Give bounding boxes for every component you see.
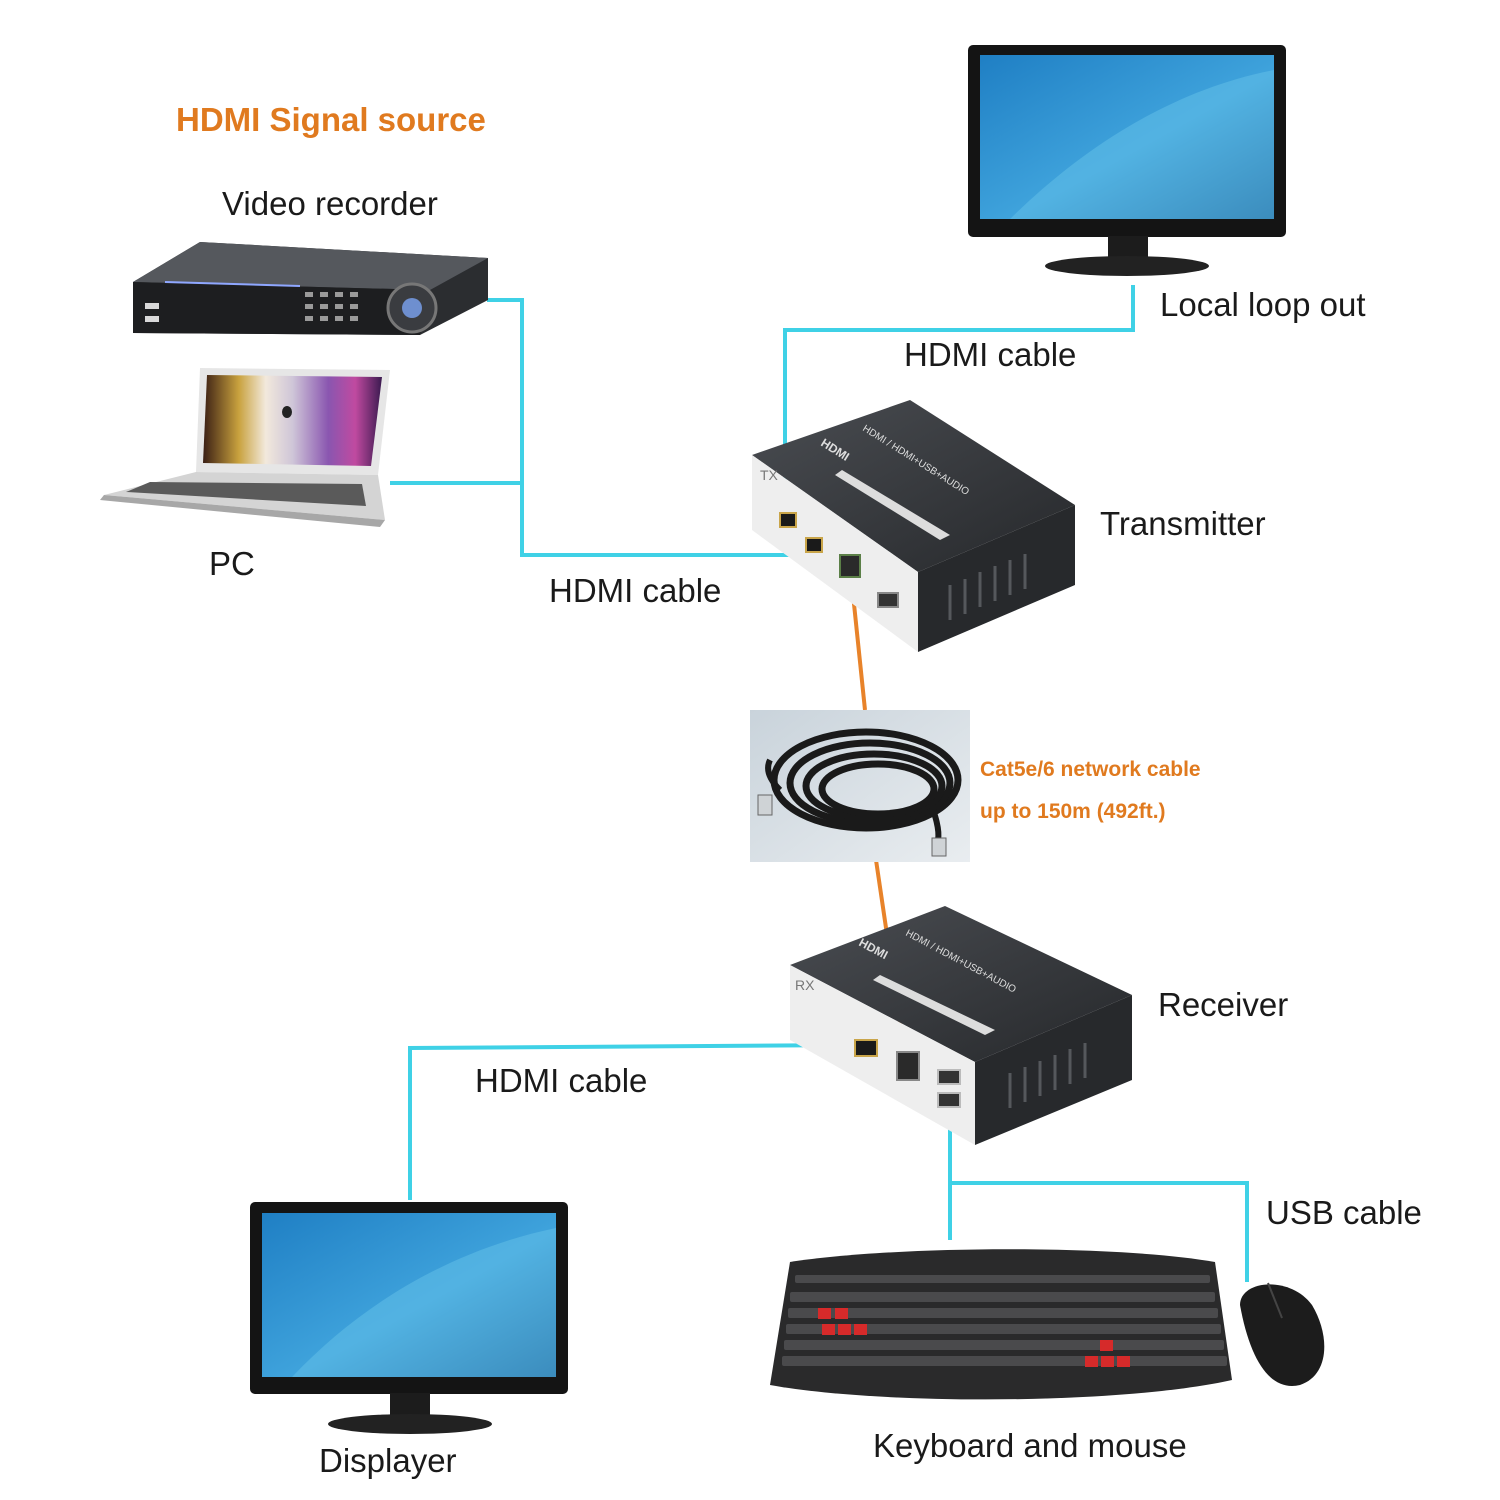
hdmi-cable-input-label: HDMI cable (549, 572, 722, 609)
hdmi-cable-input-line (390, 298, 802, 557)
usb-cable-label: USB cable (1266, 1194, 1422, 1231)
hdmi-cable-loop-label: HDMI cable (904, 336, 1077, 373)
laptop-icon (100, 368, 390, 527)
displayer-label: Displayer (319, 1442, 457, 1479)
extender-rx-label: RX (795, 977, 815, 993)
network-cable-label: Cat5e/6 network cable (980, 758, 1201, 781)
hdmi-cable-loop-line (783, 285, 1135, 515)
video-recorder-label: Video recorder (222, 185, 438, 222)
hdmi-cable-output-line (408, 1043, 856, 1200)
mouse-icon (1240, 1282, 1325, 1386)
network-cable-icon (750, 710, 970, 862)
receiver-label: Receiver (1158, 986, 1289, 1023)
svg-text:TX: TX (760, 467, 779, 483)
monitor-icon-displayer (250, 1202, 568, 1434)
transmitter-label: Transmitter (1100, 505, 1266, 542)
hdmi-cable-output-label: HDMI cable (475, 1062, 648, 1099)
network-cable-length-label: up to 150m (492ft.) (980, 800, 1166, 823)
extender-icon-receiver: RX HDMI HDMI / HDMI+USB+AUDIO (790, 906, 1132, 1145)
keyboard-mouse-label: Keyboard and mouse (873, 1427, 1187, 1464)
usb-cable-line (948, 1110, 1249, 1282)
extender-icon-transmitter: TX HDMI HDMI / HDMI+USB+AUDIO (752, 400, 1075, 652)
local-loop-out-label: Local loop out (1160, 286, 1366, 323)
source-title: HDMI Signal source (176, 101, 486, 138)
monitor-icon-local-loop (968, 45, 1286, 276)
pc-label: PC (209, 545, 255, 582)
dvr-icon (133, 242, 488, 335)
keyboard-icon (770, 1249, 1232, 1400)
